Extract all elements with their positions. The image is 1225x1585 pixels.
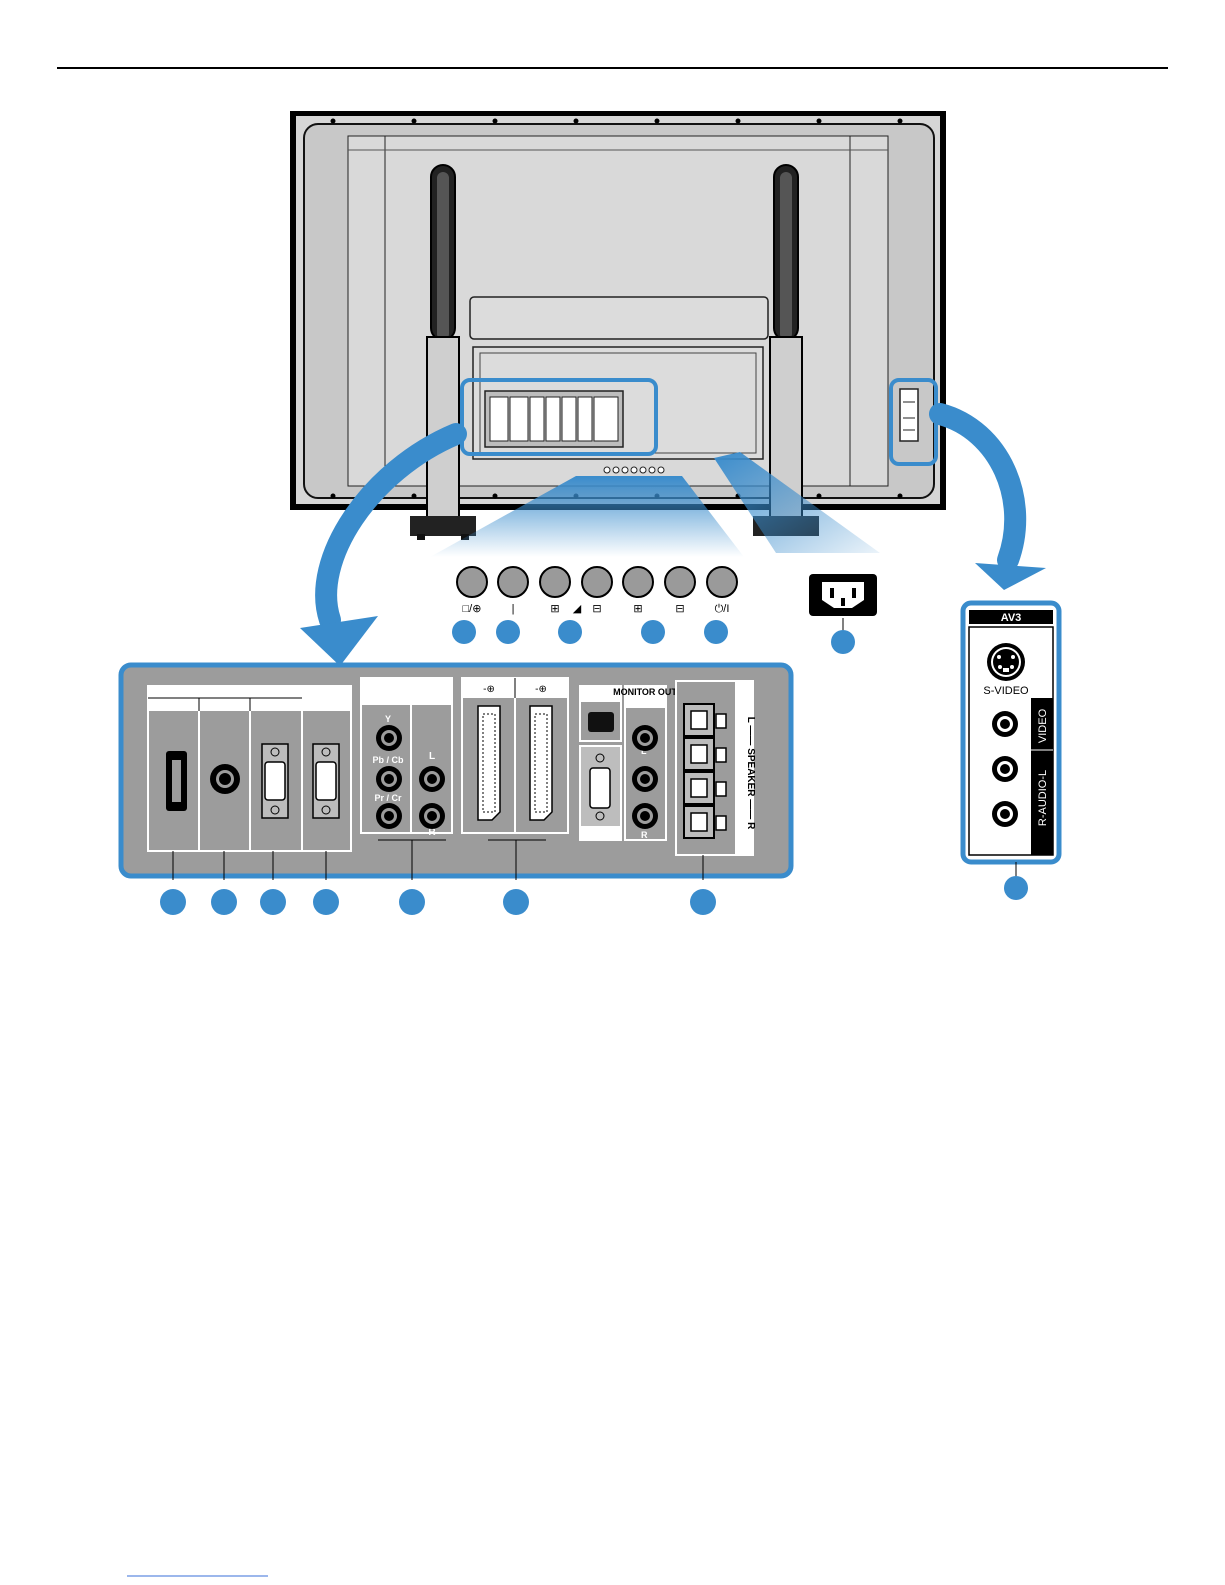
rca-jack-icon[interactable]	[632, 725, 658, 751]
front-button-7[interactable]	[707, 567, 737, 597]
rca-jack-icon[interactable]	[992, 756, 1018, 782]
front-buttons: □/⊕ | ⊞ ◢ ⊟ ⊞ ⊟ ⏻/I	[452, 567, 737, 644]
btn-label-volume-icon: ◢	[573, 603, 582, 615]
callout-dot	[704, 620, 728, 644]
optical-port-icon[interactable]	[588, 712, 614, 732]
label-pr: Pr / Cr	[374, 793, 402, 803]
monitor-out-title: MONITOR OUT	[613, 687, 677, 697]
rca-jack-icon[interactable]	[419, 803, 445, 829]
side-av3-panel: AV3 S-VIDEO VIDEO R-AUDIO-L	[963, 603, 1059, 900]
label-pb: Pb / Cb	[373, 755, 405, 765]
rca-jack-icon[interactable]	[632, 766, 658, 792]
callout-dot	[641, 620, 665, 644]
btn-label-4: ⊟	[592, 603, 601, 615]
btn-label-3: ⊞	[550, 603, 559, 615]
service-group	[580, 686, 621, 840]
callout-dot	[690, 889, 716, 915]
rear-terminal-panel: Y Pb / Cb Pr / Cr L R -⊕ -⊕	[121, 665, 791, 915]
rca-jack-icon[interactable]	[376, 766, 402, 792]
front-button-5[interactable]	[623, 567, 653, 597]
power-socket	[809, 574, 877, 654]
scart-port-icon[interactable]	[530, 706, 552, 820]
front-button-3[interactable]	[540, 567, 570, 597]
scart-port-icon[interactable]	[478, 706, 500, 820]
rca-jack-icon[interactable]	[632, 803, 658, 829]
av3-title: AV3	[1001, 612, 1022, 624]
arrow-to-side-panel	[940, 414, 1015, 560]
callout-dot	[503, 889, 529, 915]
arrow-head-left	[300, 616, 378, 666]
callout-dot	[399, 889, 425, 915]
speaker-label: L —— SPEAKER —— R	[745, 717, 756, 830]
rca-jack-icon[interactable]	[376, 725, 402, 751]
front-button-4[interactable]	[582, 567, 612, 597]
front-button-1[interactable]	[457, 567, 487, 597]
btn-label-2: |	[512, 603, 515, 615]
rca-jack-icon[interactable]	[419, 766, 445, 792]
scart-in-icon: -⊕	[535, 684, 547, 695]
label-audio-l: L	[429, 751, 435, 762]
front-button-2[interactable]	[498, 567, 528, 597]
monitor-out-r: R	[641, 830, 648, 840]
audio-jack-icon[interactable]	[210, 764, 240, 794]
callout-dot	[496, 620, 520, 644]
arrow-head-right	[975, 563, 1046, 590]
rca-jack-icon[interactable]	[376, 803, 402, 829]
btn-label-6: ⊟	[675, 603, 684, 615]
callout-dot	[160, 889, 186, 915]
callout-dot	[831, 630, 855, 654]
audio-label: R-AUDIO-L	[1037, 770, 1049, 826]
callout-dot	[313, 889, 339, 915]
btn-label-5: ⊞	[633, 603, 642, 615]
scart-in-icon: -⊕	[483, 684, 495, 695]
label-y: Y	[385, 714, 391, 724]
video-label: VIDEO	[1037, 708, 1049, 743]
rca-jack-icon[interactable]	[992, 711, 1018, 737]
rca-jack-icon[interactable]	[992, 801, 1018, 827]
vga-port-icon[interactable]	[313, 744, 339, 818]
svideo-label: S-VIDEO	[983, 685, 1029, 697]
btn-label-power: ⏻/I	[715, 603, 730, 615]
hdmi-pc-group	[148, 686, 351, 880]
callout-dot	[1004, 876, 1028, 900]
svideo-port-icon[interactable]	[987, 643, 1025, 681]
callout-dot	[211, 889, 237, 915]
btn-label-source: □/⊕	[463, 603, 482, 615]
speaker-terminal-group: L —— SPEAKER —— R	[676, 681, 756, 880]
front-button-6[interactable]	[665, 567, 695, 597]
callout-dot	[260, 889, 286, 915]
callout-dot	[452, 620, 476, 644]
hdmi-port-icon[interactable]	[166, 751, 187, 811]
callout-dot	[558, 620, 582, 644]
vga-port-icon[interactable]	[262, 744, 288, 818]
